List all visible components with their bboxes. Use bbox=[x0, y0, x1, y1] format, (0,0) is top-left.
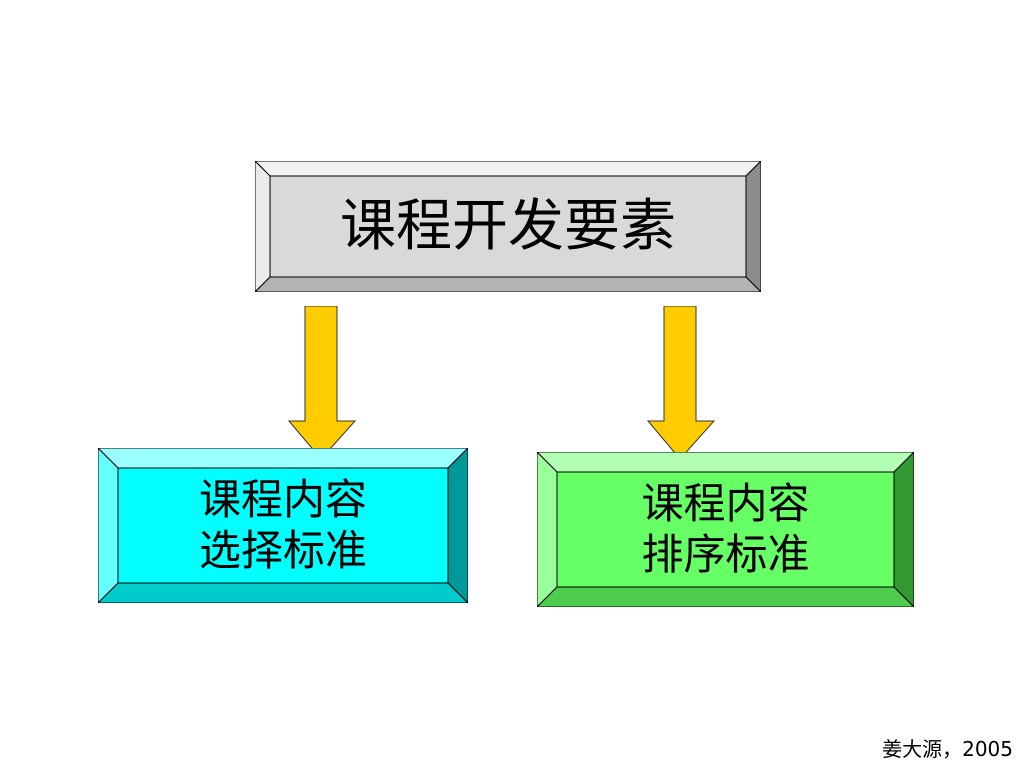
child-box-ordering: 课程内容 排序标准 bbox=[537, 452, 914, 607]
child-box-ordering-face bbox=[556, 471, 895, 588]
author-credit: 姜大源，2005 bbox=[882, 737, 1013, 761]
root-box-bevel bbox=[255, 161, 761, 292]
child-box-selection-label: 课程内容 选择标准 bbox=[118, 468, 448, 583]
child-box-selection-line-2: 选择标准 bbox=[198, 525, 367, 575]
root-box: 课程开发要素 bbox=[255, 161, 761, 292]
arrow-down-left bbox=[288, 306, 356, 460]
child-box-selection-bevel bbox=[98, 448, 468, 603]
child-box-ordering-bevel bbox=[537, 452, 914, 607]
root-box-face bbox=[269, 175, 747, 278]
root-box-label: 课程开发要素 bbox=[340, 193, 676, 259]
child-box-selection: 课程内容 选择标准 bbox=[98, 448, 468, 603]
child-box-ordering-line-1: 课程内容 bbox=[641, 479, 810, 529]
child-box-selection-face bbox=[117, 467, 449, 584]
child-box-ordering-line-2: 排序标准 bbox=[641, 529, 810, 579]
child-box-selection-line-1: 课程内容 bbox=[198, 475, 367, 525]
arrow-down-right bbox=[647, 306, 715, 460]
child-box-ordering-label: 课程内容 排序标准 bbox=[557, 472, 894, 587]
